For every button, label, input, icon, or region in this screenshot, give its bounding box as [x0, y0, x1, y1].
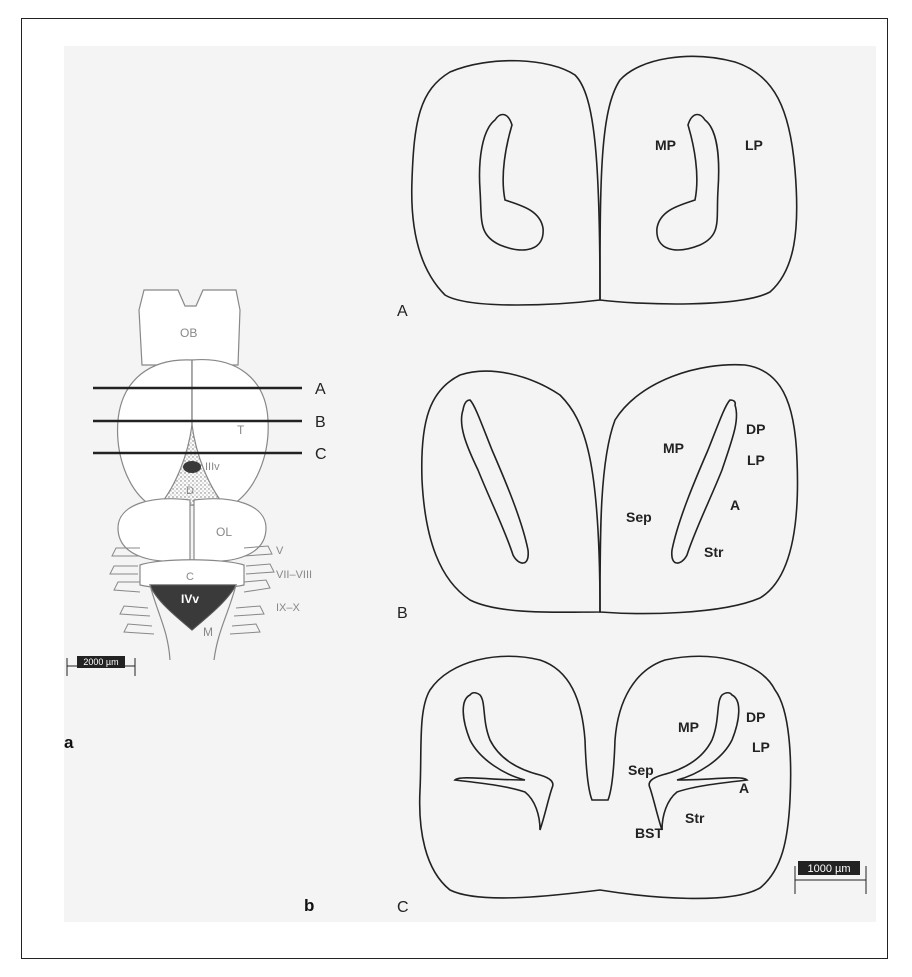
section-c-label-a: A — [739, 780, 749, 796]
section-b-label-lp: LP — [747, 452, 765, 468]
section-c-label-dp: DP — [746, 709, 765, 725]
section-b-right-hemisphere — [600, 365, 798, 614]
optic-lobe-left — [118, 499, 190, 562]
section-b-label-mp: MP — [663, 440, 684, 456]
label-nerve-ix-x: IX–X — [276, 602, 301, 614]
section-c-label-lp: LP — [752, 739, 770, 755]
section-b-label-a: A — [730, 497, 740, 513]
section-c-left-ventricle — [455, 693, 553, 830]
section-c-label-bst: BST — [635, 825, 663, 841]
section-c-label-mp: MP — [678, 719, 699, 735]
scale-bar-2000: 2000 µm — [67, 656, 135, 676]
coronal-section-b — [422, 365, 798, 614]
section-b-label-dp: DP — [746, 421, 765, 437]
section-a-right-hemisphere — [600, 56, 797, 304]
scale-bar-1000: 1000 µm — [795, 861, 866, 894]
section-id-b: B — [397, 605, 408, 622]
section-a-left-hemisphere — [412, 61, 600, 305]
label-c-cerebellum: C — [186, 571, 194, 583]
section-b-left-ventricle — [461, 400, 528, 563]
label-ivv: IVv — [181, 592, 199, 606]
section-b-label-str: Str — [704, 544, 724, 560]
label-ol: OL — [216, 525, 232, 539]
section-line-label-b: B — [315, 414, 326, 431]
label-iiiv: IIIv — [205, 461, 220, 473]
section-b-label-sep: Sep — [626, 509, 652, 525]
section-c-label-str: Str — [685, 810, 705, 826]
section-a-label-lp: LP — [745, 137, 763, 153]
label-d: D — [186, 485, 194, 497]
section-id-c: C — [397, 899, 409, 916]
panel-letter-b: b — [304, 896, 314, 915]
label-nerve-v: V — [276, 545, 284, 557]
section-line-label-c: C — [315, 446, 327, 463]
scale-bar-2000-label: 2000 µm — [83, 657, 118, 667]
coronal-section-a — [412, 56, 797, 305]
section-a-left-ventricle — [480, 115, 544, 250]
third-ventricle — [183, 461, 201, 473]
section-b-right-ventricle — [672, 400, 737, 563]
label-ob: OB — [180, 326, 197, 340]
label-t: T — [237, 423, 245, 437]
panel-letter-a: a — [64, 733, 74, 752]
section-c-label-sep: Sep — [628, 762, 654, 778]
coronal-section-c — [420, 656, 791, 898]
section-id-a: A — [397, 303, 408, 320]
scale-bar-1000-label: 1000 µm — [807, 863, 850, 875]
section-b-left-hemisphere — [422, 371, 600, 612]
label-nerve-vii-viii: VII–VIII — [276, 569, 312, 581]
section-a-right-ventricle — [657, 115, 719, 250]
cranial-nerves-left — [110, 548, 154, 634]
label-m: M — [203, 625, 213, 639]
section-a-label-mp: MP — [655, 137, 676, 153]
section-line-label-a: A — [315, 381, 326, 398]
